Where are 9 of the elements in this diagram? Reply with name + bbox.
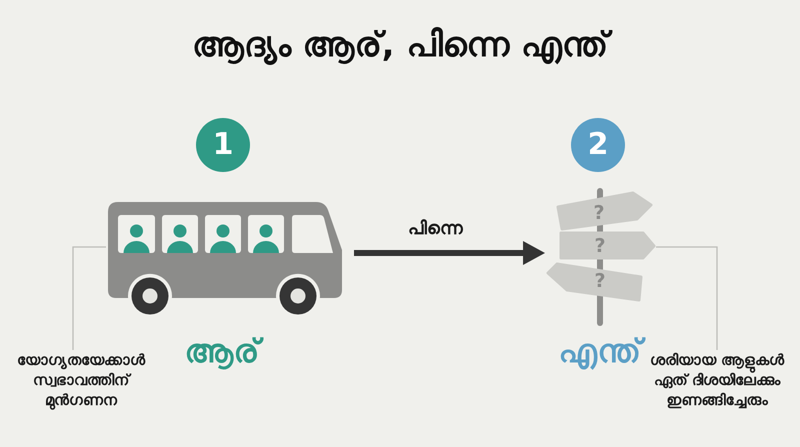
signpost-drawing (545, 186, 656, 328)
question-mark: ? (594, 235, 606, 257)
question-mark: ? (593, 202, 605, 224)
arrow (354, 241, 545, 265)
note-text: ശരിയായ ആളുകൾ ഏത് ദിശയിലേക്കും ഇണങ്ങിച്ചേരും (642, 350, 792, 410)
question-mark: ? (594, 270, 606, 292)
note-text: യോഗ്യതയേക്കാൾ സ്വഭാവത്തിന് മുൻഗണന (6, 350, 156, 410)
leader-line (656, 246, 718, 350)
leader-line (72, 246, 106, 350)
